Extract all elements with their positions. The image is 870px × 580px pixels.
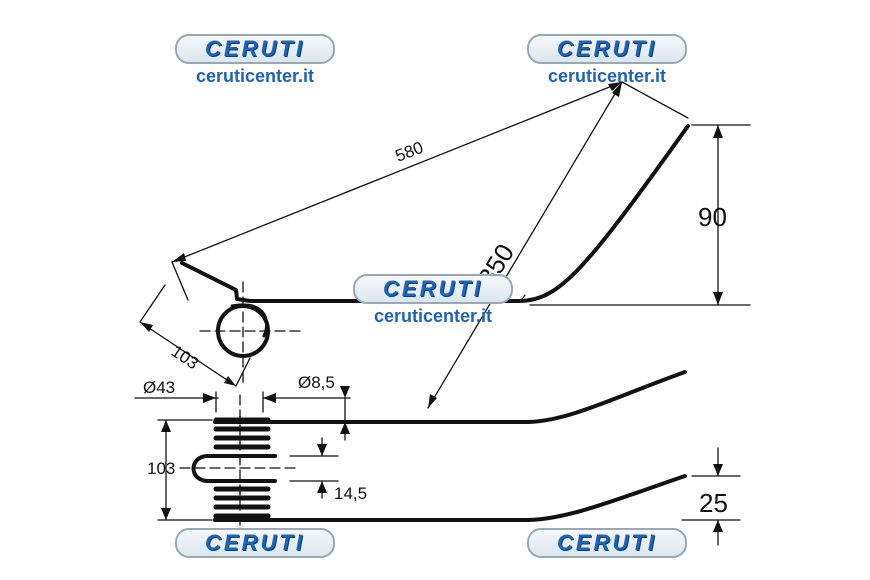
brand-watermark: CERUTI ceruticenter.it [348, 274, 518, 327]
website-link[interactable]: ceruticenter.it [195, 66, 315, 86]
website-link[interactable]: ceruticenter.it [373, 306, 493, 326]
brand-watermark: CERUTI ceruticenter.it [522, 34, 692, 87]
ceruti-logo: CERUTI [527, 528, 687, 558]
dim-label-103-side: 103 [147, 459, 175, 478]
dim-label-14-5: 14,5 [334, 484, 367, 503]
dim-label-90: 90 [698, 202, 727, 232]
brand-watermark: CERUTI ceruticenter.it [170, 34, 340, 87]
tine-side-view-lower [213, 474, 687, 522]
coil-side-view [213, 417, 271, 519]
dim-line-580 [171, 81, 623, 263]
ceruti-logo: CERUTI [527, 34, 687, 64]
website-link[interactable]: ceruticenter.it [547, 66, 667, 86]
dim-arrowheads [140, 82, 723, 408]
tine-side-view-upper [213, 370, 687, 424]
brand-watermark-cropped: CERUTI [522, 528, 692, 558]
brand-watermark-cropped: CERUTI [170, 528, 340, 558]
dim-label-diameter-8-5: Ø8,5 [298, 373, 335, 392]
ceruti-logo: CERUTI [353, 274, 513, 304]
dim-line-350 [427, 81, 623, 409]
dim-label-103-top: 103 [168, 342, 202, 374]
coil-hook [191, 454, 277, 483]
dim-label-580: 580 [393, 138, 426, 166]
dim-line-103-top [139, 321, 237, 387]
dim-label-diameter-43: Ø43 [143, 378, 175, 397]
dim-label-25: 25 [699, 488, 728, 518]
ceruti-logo: CERUTI [175, 34, 335, 64]
ceruti-logo: CERUTI [175, 528, 335, 558]
